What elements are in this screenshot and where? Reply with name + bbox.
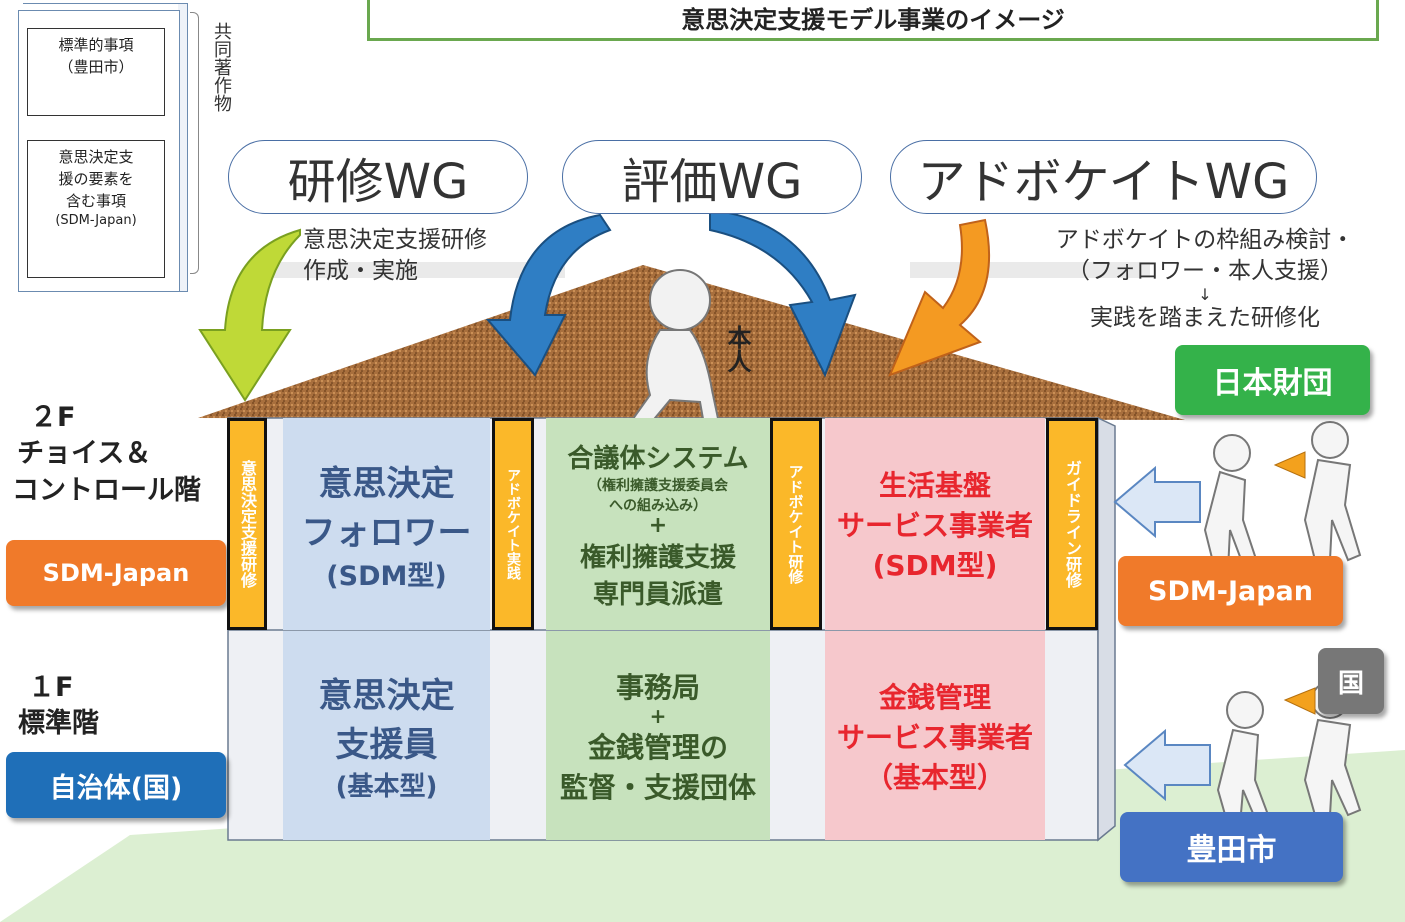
cell-line: (SDM型) [872,549,998,582]
cell-2f-council: 合議体システム （権利擁護支援委員会 への組み込み） + 権利擁護支援 専門員派… [546,418,770,630]
floor2-label: ２F チョイス＆ コントロール階 [12,400,201,509]
floor1-pill: 自治体(国) [6,752,226,818]
annotation-left-line: 意思決定支援研修 [303,227,487,253]
cell-2f-follower: 意思決定 フォロワー (SDM型) [283,418,490,630]
annotation-left-line: 作成・実施 [303,258,418,285]
cell-line: （権利擁護支援委員会 [588,477,728,494]
people-figures-upper [1203,421,1362,572]
cell-line: フォロワー [301,512,472,553]
person-figure [623,269,722,432]
floor1-number: １F [28,672,74,703]
cell-1f-supporter: 意思決定 支援員 (基本型) [283,631,490,840]
cell-line: への組み込み） [609,497,707,514]
cell-line: （基本型） [864,760,1005,794]
blue-arrow-right [709,208,857,378]
floor2-number: ２F [30,402,76,433]
cell-line: 意思決定 [318,463,455,504]
book-box-line: (SDM-Japan) [55,213,137,229]
floor2-name-line: コントロール階 [12,474,201,506]
wg-advocate: アドボケイトWG [890,140,1317,214]
bracket [190,12,199,274]
cell-line: 金銭管理の [587,730,728,764]
wg-advocate-label: アドボケイトWG [917,154,1290,210]
wg-training-label: 研修WG [287,154,469,210]
book-box-line: 含む事項 [65,191,126,210]
cell-line: (SDM型) [326,560,447,592]
wg-training: 研修WG [228,140,528,214]
column-guideline-training: ガイドライン研修 [1046,418,1098,630]
annotation-right: アドボケイトの枠組み検討・ （フォロワー・本人支援） ↓ 実践を踏まえた研修化 [1020,225,1390,334]
wg-evaluation: 評価WG [562,140,862,214]
annotation-right-line: アドボケイトの枠組み検討・ [1055,227,1355,253]
annotation-left: 意思決定支援研修 作成・実施 [303,225,487,287]
column-advocate-training: アドボケイト研修 [770,418,822,630]
cell-line: 意思決定 [318,676,455,716]
megaphone-icon [1283,687,1316,715]
blue-arrow-left [485,213,612,377]
book-top [23,3,187,11]
cell-line: 生活基盤 [878,469,991,502]
cell-line: 合議体システム [567,443,749,474]
wg-evaluation-label: 評価WG [621,154,803,210]
cell-line: 権利擁護支援 [579,542,736,573]
green-arrow [198,228,301,402]
cell-line: 支援員 [335,725,438,765]
floor1-name: 標準階 [18,708,99,740]
cell-line: 監督・支援団体 [559,770,756,804]
annotation-right-line: 実践を踏まえた研修化 [1090,305,1320,332]
joint-work-label: 共同著作物 [211,22,232,112]
toyota-pill: 豊田市 [1120,812,1343,882]
kuni-pill: 国 [1318,648,1384,714]
book-box-standard: 標準的事項 （豊田市） [27,28,165,116]
cell-1f-business: 金銭管理 サービス事業者 （基本型） [825,631,1045,840]
orange-arrow [888,218,991,377]
annotation-right-line: （フォロワー・本人支援） [1067,258,1343,285]
floor2-name-line: チョイス＆ [17,438,152,470]
cell-2f-business: 生活基盤 サービス事業者 (SDM型) [825,418,1045,630]
hollow-arrow-upper [1113,465,1201,539]
book-box-sdm: 意思決定支 援の要素を 含む事項 (SDM-Japan) [27,140,165,278]
column-sdm-training: 意思決定支援研修 [227,418,267,630]
book-spine [178,3,188,292]
floor2-pill: SDM-Japan [6,540,226,606]
nippon-foundation-pill: 日本財団 [1175,345,1370,415]
floor1-label: １F 標準階 [18,670,99,743]
cell-1f-office: 事務局 + 金銭管理の 監督・支援団体 [546,631,770,840]
cell-line: 金銭管理 [878,680,991,714]
cell-line: 専門員派遣 [592,579,723,610]
annotation-right-arrow: ↓ [1198,285,1212,305]
book-box-line: 意思決定支 [58,148,134,166]
hollow-arrow-lower [1123,728,1211,802]
book-box-line: 援の要素を [58,169,134,188]
cell-line: サービス事業者 [836,509,1033,542]
cell-line: 事務局 [615,670,700,704]
people-figures-lower [1216,681,1362,827]
sdm-japan-pill: SDM-Japan [1118,556,1343,626]
megaphone-icon [1273,451,1306,479]
cell-line: サービス事業者 [836,720,1033,754]
page-title: 意思決定支援モデル事業のイメージ [367,0,1379,41]
cell-line: + [649,703,667,728]
person-label: 本人 [723,325,751,373]
cell-line: (基本型) [335,772,438,802]
cell-line: + [648,512,668,538]
column-advocate-practice: アドボケイト実践 [492,418,534,630]
